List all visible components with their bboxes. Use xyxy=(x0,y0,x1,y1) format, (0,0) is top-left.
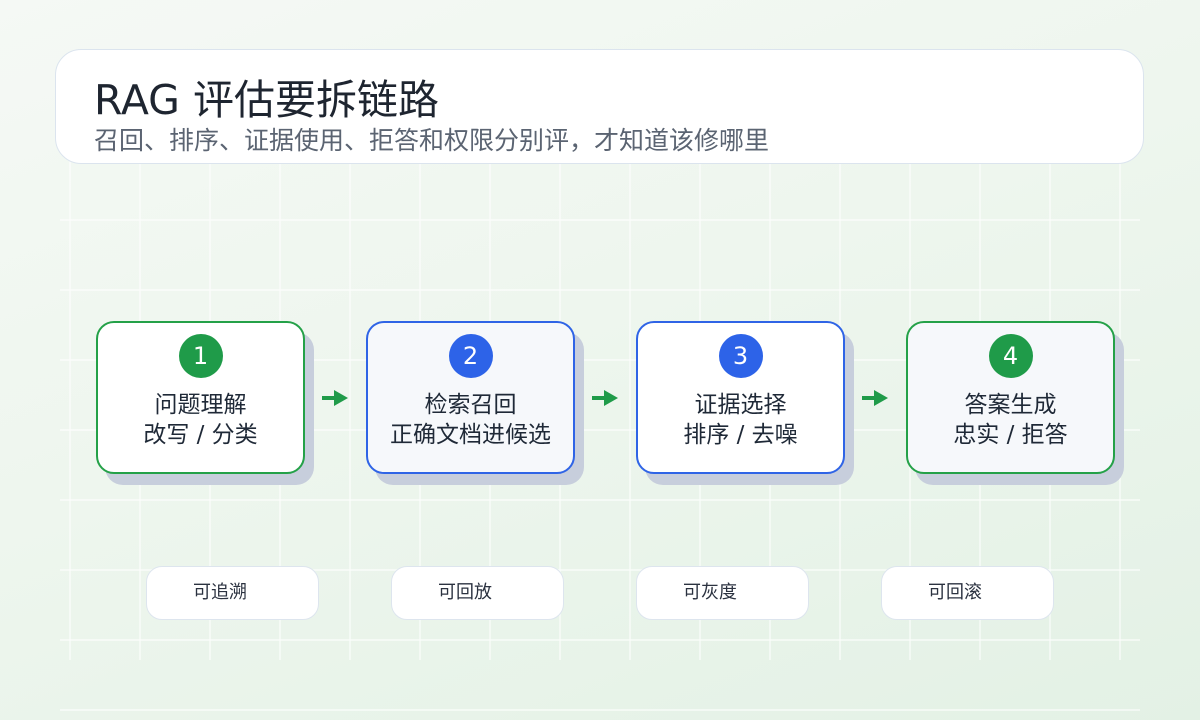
tag-canary: 可灰度 xyxy=(636,566,809,620)
step-number-badge: 2 xyxy=(448,334,493,378)
flow-step-retrieval-recall: 2 检索召回 正确文档进候选 xyxy=(366,321,575,474)
tag-traceable: 可追溯 xyxy=(146,566,319,620)
arrow-right-icon xyxy=(322,390,348,406)
step-detail: 改写 / 分类 xyxy=(143,422,258,448)
arrow-right-icon xyxy=(592,390,618,406)
tag-replayable: 可回放 xyxy=(391,566,564,620)
step-detail: 正确文档进候选 xyxy=(390,422,551,448)
step-title: 检索召回 xyxy=(424,392,517,418)
step-title: 证据选择 xyxy=(694,392,787,418)
step-detail: 忠实 / 拒答 xyxy=(953,422,1068,448)
tag-label: 可追溯 xyxy=(193,582,247,603)
header-card: RAG 评估要拆链路 召回、排序、证据使用、拒答和权限分别评，才知道该修哪里 xyxy=(55,49,1144,164)
tag-label: 可回滚 xyxy=(928,582,982,603)
step-title: 问题理解 xyxy=(154,392,247,418)
flow-step-evidence-selection: 3 证据选择 排序 / 去噪 xyxy=(636,321,845,474)
page-subtitle: 召回、排序、证据使用、拒答和权限分别评，才知道该修哪里 xyxy=(94,126,770,155)
step-detail: 排序 / 去噪 xyxy=(683,422,798,448)
step-title: 答案生成 xyxy=(964,392,1057,418)
step-number-badge: 1 xyxy=(178,334,223,378)
flow-step-question-understanding: 1 问题理解 改写 / 分类 xyxy=(96,321,305,474)
tag-label: 可回放 xyxy=(438,582,492,603)
step-number-badge: 4 xyxy=(988,334,1033,378)
step-number-badge: 3 xyxy=(718,334,763,378)
arrow-right-icon xyxy=(862,390,888,406)
flow-step-answer-generation: 4 答案生成 忠实 / 拒答 xyxy=(906,321,1115,474)
page-title: RAG 评估要拆链路 xyxy=(94,76,439,124)
tag-rollback: 可回滚 xyxy=(881,566,1054,620)
tag-label: 可灰度 xyxy=(683,582,737,603)
